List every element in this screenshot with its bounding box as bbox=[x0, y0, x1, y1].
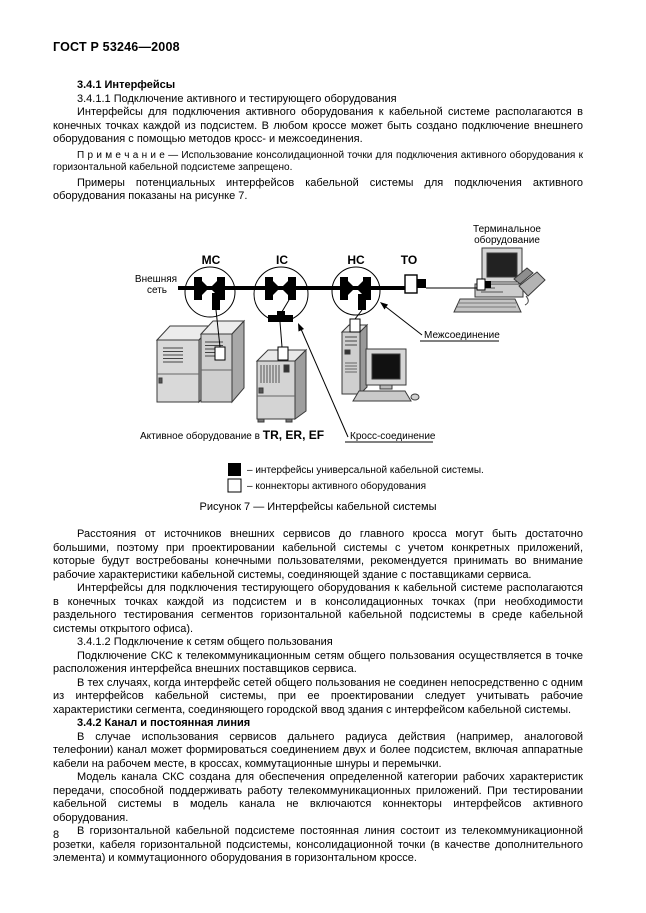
terminal-equipment-label-line2: оборудование bbox=[474, 234, 540, 246]
hc-equipment-connector bbox=[349, 318, 361, 333]
external-network-label-line2: сеть bbox=[147, 285, 167, 296]
ic-label: IC bbox=[276, 253, 288, 267]
upper-text-block: 3.4.1 Интерфейсы 3.4.1.1 Подключение акт… bbox=[53, 79, 583, 204]
subsection-heading-3-4-1-1: 3.4.1.1 Подключение активного и тестирую… bbox=[77, 92, 397, 105]
figure-7-diagram: Внешняя сеть Терминальное оборудование M… bbox=[135, 224, 546, 493]
terminal-connector-symbols bbox=[476, 278, 491, 291]
drive-slots bbox=[345, 336, 357, 346]
hc-circle bbox=[331, 266, 381, 316]
active-equipment-rooms: TR, ER, EF bbox=[263, 428, 324, 442]
mc-drop-line bbox=[215, 309, 221, 348]
document-header: ГОСТ Р 53246—2008 bbox=[53, 40, 180, 54]
mc-interface-symbols bbox=[194, 277, 225, 310]
paragraph-p6: В тех случаях, когда интерфейс сетей общ… bbox=[53, 676, 583, 716]
active-equipment-label: Активное оборудование в TR, ER, EF bbox=[140, 428, 324, 442]
paragraph-p1: Интерфейсы для подключения активного обо… bbox=[53, 106, 583, 145]
cross-connect-label: Кросс-соединение bbox=[350, 431, 436, 442]
terminal-equipment-label-line1: Терминальное bbox=[473, 224, 541, 235]
keyboard bbox=[453, 298, 522, 313]
section-heading-3-4-1: 3.4.1 Интерфейсы bbox=[77, 79, 176, 91]
active-equipment-label-text: Активное оборудование в bbox=[140, 430, 263, 442]
note-paragraph: П р и м е ч а н и е — Использование конс… bbox=[53, 150, 583, 174]
paragraph-p9: В горизонтальной кабельной подсистеме по… bbox=[53, 825, 583, 864]
external-network-label-line1: Внешняя bbox=[135, 274, 177, 285]
ic-drop-line bbox=[279, 321, 283, 348]
white-square-symbol bbox=[227, 478, 242, 493]
section-heading-3-4-2: 3.4.2 Канал и постоянная линия bbox=[77, 717, 251, 729]
interconnect-label: Межсоединение bbox=[424, 330, 500, 341]
mc-cabinet-equipment bbox=[155, 319, 246, 404]
subsection-heading-3-4-1-2: 3.4.1.2 Подключение к сетям общего польз… bbox=[77, 636, 333, 648]
to-connector-symbols bbox=[404, 274, 426, 294]
monitor-screen bbox=[486, 252, 518, 278]
telephone-cord bbox=[524, 295, 529, 306]
black-square-symbol bbox=[228, 463, 241, 476]
legend-item-universal-interfaces: – интерфейсы универсальной кабельной сис… bbox=[228, 463, 484, 476]
paragraph-p5: Подключение СКС к телекоммуникационным с… bbox=[53, 649, 583, 676]
ic-jumper-line bbox=[279, 299, 290, 316]
hc-interface-symbols bbox=[340, 277, 371, 310]
paragraph-p7: В случае использования сервисов дальнего… bbox=[53, 730, 583, 770]
mc-circle bbox=[184, 266, 236, 318]
mc-label: MC bbox=[202, 253, 221, 267]
arrowhead bbox=[380, 302, 388, 310]
figure-caption: Рисунок 7 — Интерфейсы кабельной системы bbox=[199, 501, 437, 513]
ic-cabinet-equipment bbox=[255, 348, 308, 423]
legend-text-1: – интерфейсы универсальной кабельной сис… bbox=[247, 464, 484, 476]
note-text: — Использование консолидационной точки д… bbox=[53, 149, 583, 173]
to-label: TO bbox=[401, 253, 417, 267]
keyboard bbox=[352, 390, 412, 402]
page-number: 8 bbox=[53, 829, 60, 841]
monitor-screen bbox=[371, 353, 401, 380]
vent-grille bbox=[205, 341, 223, 357]
ic-interface-symbols bbox=[265, 277, 296, 322]
paragraph-p8: Модель канала СКС создана для обеспечени… bbox=[53, 771, 583, 824]
telephone-handset bbox=[513, 267, 534, 285]
mc-equipment-connector bbox=[214, 346, 226, 361]
figure-7: Внешняя сеть Терминальное оборудование M… bbox=[53, 218, 583, 500]
arrowhead bbox=[298, 323, 304, 332]
ic-equipment-connector bbox=[277, 346, 289, 361]
interconnect-leader bbox=[380, 302, 499, 342]
hc-drop-line bbox=[354, 309, 363, 320]
hc-workstation-equipment bbox=[340, 323, 420, 402]
legend-item-active-connectors: – коннекторы активного оборудования bbox=[227, 478, 426, 493]
hc-label: HC bbox=[347, 253, 365, 267]
legend-text-2: – коннекторы активного оборудования bbox=[247, 480, 426, 492]
terminal-equipment bbox=[453, 247, 546, 313]
paragraph-p4: Интерфейсы для подключения тестирующего … bbox=[53, 582, 583, 635]
mouse bbox=[410, 393, 420, 401]
paragraph-p3: Расстояния от источников внешних сервисо… bbox=[53, 528, 583, 581]
cross-connect-leader bbox=[298, 323, 433, 443]
telephone bbox=[518, 271, 546, 297]
paragraph-p2: Примеры потенциальных интерфейсов кабель… bbox=[53, 176, 583, 203]
lower-text-block: Расстояния от источников внешних сервисо… bbox=[53, 528, 583, 866]
vent-slats bbox=[260, 365, 280, 383]
vent-grille bbox=[345, 362, 357, 373]
note-label: П р и м е ч а н и е bbox=[77, 149, 165, 161]
vent-grille bbox=[163, 347, 183, 363]
